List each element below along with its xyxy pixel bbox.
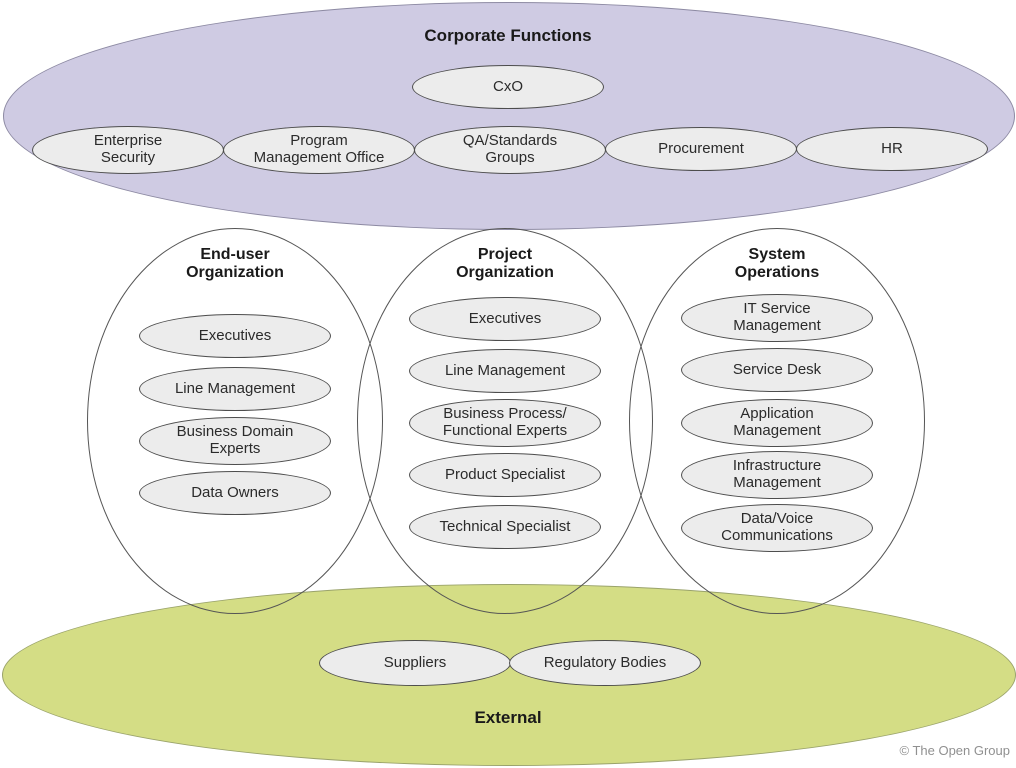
node-eu-line-management: Line Management xyxy=(139,367,331,411)
node-it-service-management: IT Service Management xyxy=(681,294,873,342)
node-pr-executives: Executives xyxy=(409,297,601,341)
node-business-domain-experts: Business Domain Experts xyxy=(139,417,331,465)
node-product-specialist: Product Specialist xyxy=(409,453,601,497)
node-program-management-office: Program Management Office xyxy=(223,126,415,174)
node-suppliers: Suppliers xyxy=(319,640,511,686)
node-business-process-functional-experts: Business Process/ Functional Experts xyxy=(409,399,601,447)
system-operations-circle xyxy=(629,228,925,614)
system-operations-title: System Operations xyxy=(734,246,820,282)
node-pr-line-management: Line Management xyxy=(409,349,601,393)
node-enterprise-security: Enterprise Security xyxy=(32,126,224,174)
node-procurement: Procurement xyxy=(605,127,797,171)
node-eu-executives: Executives xyxy=(139,314,331,358)
corporate-functions-ellipse xyxy=(3,2,1015,230)
node-technical-specialist: Technical Specialist xyxy=(409,505,601,549)
node-data-owners: Data Owners xyxy=(139,471,331,515)
node-cxo: CxO xyxy=(412,65,604,109)
node-data-voice-communications: Data/Voice Communications xyxy=(681,504,873,552)
project-organization-title: Project Organization xyxy=(456,246,554,282)
end-user-organization-title: End-user Organization xyxy=(186,246,284,282)
node-infrastructure-management: Infrastructure Management xyxy=(681,451,873,499)
corporate-functions-title: Corporate Functions xyxy=(424,26,592,45)
node-service-desk: Service Desk xyxy=(681,348,873,392)
copyright-notice: © The Open Group xyxy=(899,743,1010,758)
node-qa-standards-groups: QA/Standards Groups xyxy=(414,126,606,174)
node-application-management: Application Management xyxy=(681,399,873,447)
node-regulatory-bodies: Regulatory Bodies xyxy=(509,640,701,686)
external-ellipse xyxy=(2,584,1016,766)
external-title: External xyxy=(474,708,542,727)
node-hr: HR xyxy=(796,127,988,171)
